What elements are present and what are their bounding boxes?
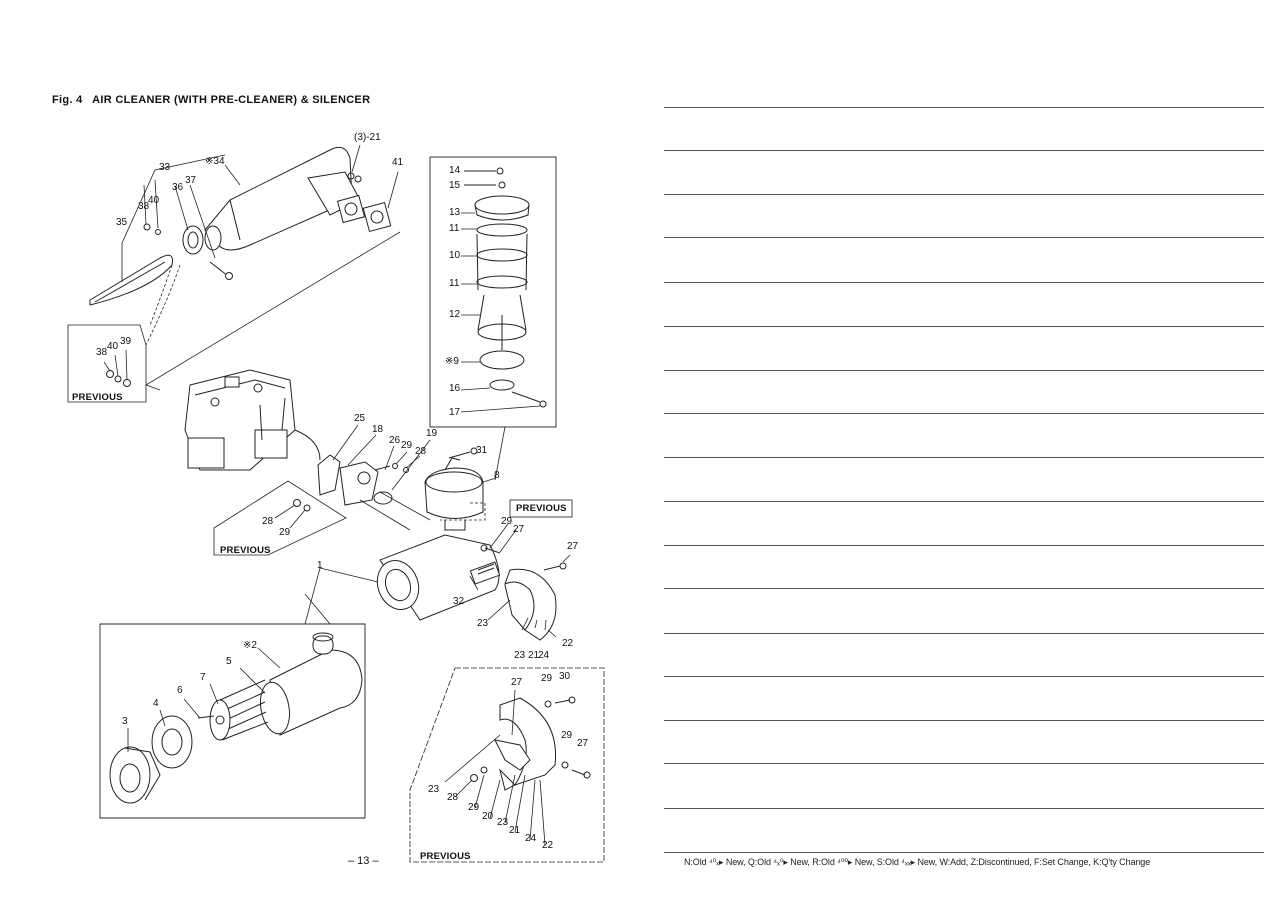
callout-16: 16 xyxy=(449,383,461,394)
previous-label-3: PREVIOUS xyxy=(516,503,567,514)
callout-4: 4 xyxy=(153,698,159,709)
parts-list-row xyxy=(664,194,1264,195)
parts-list-row xyxy=(664,545,1264,546)
callout-29-prev: 29 xyxy=(279,527,291,538)
callout-29c: 29 xyxy=(501,516,513,527)
callout-5: 5 xyxy=(226,656,232,667)
callout-28c: 28 xyxy=(447,792,459,803)
callout-7: 7 xyxy=(200,672,206,683)
parts-list-row xyxy=(664,282,1264,283)
callout-34: ※34 xyxy=(205,156,225,167)
engine-head xyxy=(184,369,321,471)
callout-9: ※9 xyxy=(445,356,459,367)
callout-39: 39 xyxy=(120,336,132,347)
callout-40-prev: 40 xyxy=(107,341,119,352)
callout-13: 13 xyxy=(449,207,461,218)
parts-list-row xyxy=(664,150,1264,151)
parts-list-row xyxy=(664,808,1264,809)
parts-list-row xyxy=(664,457,1264,458)
callout-23d: 23 xyxy=(497,817,509,828)
parts-list-row xyxy=(664,720,1264,721)
callout-36: 36 xyxy=(172,182,184,193)
callout-23: 23 xyxy=(477,618,489,629)
callout-38: 38 xyxy=(138,201,150,212)
parts-list-row xyxy=(664,633,1264,634)
callout-11b: 11 xyxy=(449,278,460,289)
callout-38-prev: 38 xyxy=(96,347,108,358)
callout-29d: 29 xyxy=(541,673,553,684)
callout-27d: 27 xyxy=(577,738,589,749)
callout-1: 1 xyxy=(317,560,323,571)
callout-2: ※2 xyxy=(243,640,257,651)
callout-20: 20 xyxy=(482,811,494,822)
callout-23b: 23 xyxy=(514,650,526,661)
callout-37: 37 xyxy=(185,175,197,186)
exploded-parts-diagram xyxy=(67,144,605,863)
callout-29f: 29 xyxy=(468,802,480,813)
parts-list-row xyxy=(664,370,1264,371)
callout-35: 35 xyxy=(116,217,128,228)
callout-15: 15 xyxy=(449,180,461,191)
parts-list-row xyxy=(664,676,1264,677)
silencer-group xyxy=(89,144,401,391)
callout-22: 22 xyxy=(562,638,574,649)
previous-label-4: PREVIOUS xyxy=(420,851,471,862)
parts-list-row xyxy=(664,326,1264,327)
callout-29: 29 xyxy=(401,440,413,451)
callout-18: 18 xyxy=(372,424,384,435)
callout-3-21: (3)-21 xyxy=(354,132,381,143)
callout-23c: 23 xyxy=(428,784,440,795)
callout-22b: 22 xyxy=(542,840,554,851)
callout-14: 14 xyxy=(449,165,461,176)
callout-11: 11 xyxy=(449,223,460,234)
parts-list-row xyxy=(664,501,1264,502)
parts-list-row xyxy=(664,852,1264,853)
callout-30: 30 xyxy=(559,671,571,682)
callout-19: 19 xyxy=(426,428,438,439)
callout-17: 17 xyxy=(449,407,461,418)
parts-list-row xyxy=(664,588,1264,589)
callout-33: 33 xyxy=(159,162,171,173)
callout-27c: 27 xyxy=(511,677,523,688)
callout-31: 31 xyxy=(476,445,488,456)
figure-title: Fig. 4 AIR CLEANER (WITH PRE-CLEANER) & … xyxy=(52,94,371,106)
previous-label-2: PREVIOUS xyxy=(220,545,271,556)
callout-24b: 24 xyxy=(525,833,537,844)
air-cleaner-exploded xyxy=(109,632,363,804)
previous-label: PREVIOUS xyxy=(72,392,123,403)
callout-27b: 27 xyxy=(567,541,579,552)
callout-28: 28 xyxy=(415,446,427,457)
callout-32: 32 xyxy=(453,596,465,607)
callout-40: 40 xyxy=(148,195,160,206)
callout-29e: 29 xyxy=(561,730,573,741)
callout-25: 25 xyxy=(354,413,366,424)
callout-26: 26 xyxy=(389,435,401,446)
callout-21b: 21 xyxy=(509,825,521,836)
parts-list-row xyxy=(664,413,1264,414)
bracket-previous xyxy=(444,689,591,846)
callout-21: 21 xyxy=(528,650,540,661)
callout-28-prev: 28 xyxy=(262,516,274,527)
change-code-legend: N:Old ⁴⁰ₓ▸ New, Q:Old ⁴ₓ⁰▸ New, R:Old ⁴⁰… xyxy=(684,857,1151,867)
parts-list-row xyxy=(664,237,1264,238)
callout-12: 12 xyxy=(449,309,461,320)
parts-list-row xyxy=(664,107,1264,108)
pre-cleaner-group xyxy=(460,167,547,413)
callout-8: 8 xyxy=(494,470,500,481)
callout-3: 3 xyxy=(122,716,128,727)
air-cleaner-group xyxy=(317,424,571,641)
callout-24: 24 xyxy=(538,650,550,661)
callout-41: 41 xyxy=(392,157,404,168)
page-number: – 13 – xyxy=(348,855,379,867)
callout-10: 10 xyxy=(449,250,461,261)
parts-list-row xyxy=(664,763,1264,764)
callout-6: 6 xyxy=(177,685,183,696)
callout-27: 27 xyxy=(513,524,525,535)
